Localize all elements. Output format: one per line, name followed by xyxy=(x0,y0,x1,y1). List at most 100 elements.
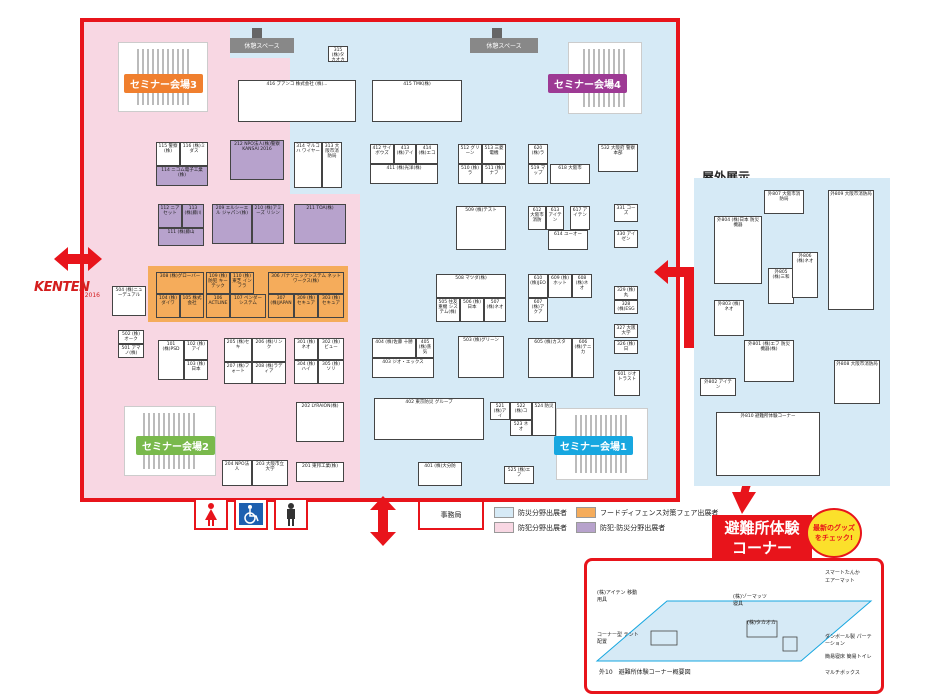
booth-608[interactable]: 608 (株)ネオ xyxy=(572,274,592,298)
booth-201[interactable]: 201 東邦工業(株) xyxy=(296,462,344,482)
booth-303[interactable]: 303 (株)セキュア xyxy=(318,294,344,318)
booth-331[interactable]: 331 コーズ xyxy=(614,204,638,222)
booth-401[interactable]: 401 (株)大分防 xyxy=(418,462,462,486)
outdoor-booth-810[interactable]: 外810 避難所体験コーナー xyxy=(716,412,820,476)
booth-414[interactable]: 414 (株)エコ xyxy=(416,144,438,164)
booth-510[interactable]: 510 (株)ラ xyxy=(458,164,482,184)
booth-327[interactable]: 327 大阪大学 xyxy=(614,324,638,338)
rest-icon xyxy=(492,28,502,38)
booth-402[interactable]: 402 東京防災 グループ xyxy=(374,398,484,440)
booth-506[interactable]: 506 (株)日本 xyxy=(460,298,484,322)
booth-309[interactable]: 309 (株)セキュア xyxy=(294,294,318,318)
booth-313[interactable]: 313 大阪市消防局 xyxy=(322,142,342,188)
booth-314[interactable]: 314 マルコハ ワイヤー xyxy=(294,142,322,188)
outdoor-booth-809[interactable]: 外809 大阪市消防局 xyxy=(828,190,874,310)
outdoor-booth-801[interactable]: 外801 (株)エフ 防災機器(株) xyxy=(744,340,794,382)
booth-502[interactable]: 502 (株)オーク xyxy=(118,330,144,344)
booth-522[interactable]: 522 (株)コ xyxy=(510,402,532,420)
booth-524[interactable]: 524 防災 xyxy=(532,402,556,436)
booth-508[interactable]: 508 マツダ(株) xyxy=(436,274,506,298)
booth-306[interactable]: 306 パナソニックシステム ネットワークス(株) xyxy=(268,272,344,294)
booth-501[interactable]: 501 アマノ(株) xyxy=(118,344,144,358)
booth-206[interactable]: 206 (株)リンク xyxy=(252,338,286,362)
booth-202[interactable]: 202 LYRAION(株) xyxy=(296,402,344,442)
booth-107[interactable]: 107 ベンダーシステム xyxy=(230,294,266,318)
booth-605[interactable]: 605 (株)カスタ xyxy=(528,338,572,378)
booth-302[interactable]: 302 (株)ビュー xyxy=(318,338,344,360)
booth-105[interactable]: 105 株式会社 xyxy=(180,294,204,318)
booth-513[interactable]: 513 三菱電機 xyxy=(482,144,506,164)
booth-326[interactable]: 326 (株)日 xyxy=(614,340,638,354)
booth-103[interactable]: 103 (株)日本 xyxy=(184,360,208,380)
booth-330[interactable]: 330 アイゼン xyxy=(614,230,638,248)
booth-304[interactable]: 304 (株)ハイ xyxy=(294,360,318,384)
booth-415[interactable]: 415 TMK(株) xyxy=(372,80,462,122)
booth-111[interactable]: 111 (株)藤山 xyxy=(158,228,204,246)
booth-512[interactable]: 512 グリーン xyxy=(458,144,482,164)
booth-109[interactable]: 109 (株)防犯 キーテック xyxy=(206,272,230,294)
booth-210[interactable]: 210 (株)アミーズ リシン xyxy=(252,204,284,244)
outdoor-booth-806[interactable]: 外806 (株)ネオ xyxy=(792,252,818,298)
outdoor-booth-804[interactable]: 外804 (株)日本 防災機器 xyxy=(714,216,762,284)
booth-403[interactable]: 403 ジオ・エックス xyxy=(372,358,434,378)
booth-404[interactable]: 404 (株)佐藤 十勝 xyxy=(372,338,416,358)
booth-618[interactable]: 618 大阪市 xyxy=(550,164,590,184)
booth-607[interactable]: 607 (株)アクア xyxy=(528,298,548,322)
booth-614[interactable]: 614 ユーオー xyxy=(548,230,588,250)
booth-113[interactable]: 113 (株)藤川 xyxy=(182,204,204,228)
booth-204[interactable]: 204 NPO法人 xyxy=(222,460,252,486)
booth-315[interactable]: 315 (株)タカオカ xyxy=(328,46,348,62)
booth-102[interactable]: 102 (株)アイ xyxy=(184,340,208,360)
booth-610[interactable]: 610 (株)JEO xyxy=(528,274,548,298)
booth-507[interactable]: 507 (株)ネオ xyxy=(484,298,506,322)
booth-110[interactable]: 110 (株)東芝 インフラ xyxy=(230,272,254,294)
booth-101[interactable]: 101 (株)PSD xyxy=(158,340,184,380)
booth-606[interactable]: 606 (株)テニカ xyxy=(572,338,594,378)
booth-106[interactable]: 106 ACTLINE xyxy=(206,294,230,318)
booth-329[interactable]: 329 (株)丸 xyxy=(614,286,638,300)
booth-525[interactable]: 525 (株)エフ xyxy=(504,466,534,484)
booth-613[interactable]: 613 アイテン xyxy=(546,206,564,230)
booth-307[interactable]: 307 (株)JAPAN xyxy=(268,294,294,318)
outdoor-booth-805[interactable]: 外805 (株)三和 xyxy=(768,268,794,304)
booth-104[interactable]: 104 (株)ダイワ xyxy=(156,294,180,318)
booth-112[interactable]: 112 ニアセット xyxy=(158,204,182,228)
booth-308[interactable]: 308 (株)グローバー xyxy=(156,272,204,294)
booth-305[interactable]: 305 (株)ソリ xyxy=(318,360,344,384)
booth-205[interactable]: 205 (株)セキ xyxy=(224,338,252,362)
booth-413[interactable]: 413 (株)アイ xyxy=(394,144,416,164)
booth-116[interactable]: 116 (株)ミダス xyxy=(180,142,208,166)
booth-211[interactable]: 211 TOA(株) xyxy=(294,204,346,244)
booth-328[interactable]: 328 (株)ESG xyxy=(614,300,638,314)
booth-601[interactable]: 601 ジオトラスト xyxy=(614,370,640,396)
booth-416[interactable]: 416 ブアンコ 株式会社 (株)... xyxy=(238,80,356,122)
booth-115[interactable]: 115 警察(株) xyxy=(156,142,180,166)
outdoor-booth-802[interactable]: 外802 アイテン xyxy=(700,378,736,396)
booth-523[interactable]: 523 ネオ xyxy=(510,420,532,436)
booth-612[interactable]: 612 大阪市消防 xyxy=(528,206,546,230)
booth-509[interactable]: 509 (株)テスト xyxy=(456,206,506,250)
booth-521[interactable]: 521 (株)アイ xyxy=(490,402,510,420)
booth-203[interactable]: 203 大阪市立大学 xyxy=(252,460,288,486)
booth-212[interactable]: 212 NPO法人(株)警察 KANSAI 2016 xyxy=(230,140,284,180)
booth-617[interactable]: 617 アイテン xyxy=(570,206,590,230)
booth-208[interactable]: 208 (株)ラディア xyxy=(252,362,286,384)
booth-301[interactable]: 301 (株)ネオ xyxy=(294,338,318,360)
booth-511[interactable]: 511 (株)ナフ xyxy=(482,164,506,184)
booth-412[interactable]: 412 サイボウズ xyxy=(370,144,394,164)
booth-532[interactable]: 532 大阪府 警察本部 xyxy=(598,144,638,172)
booth-405[interactable]: 405 (株)蒸気 xyxy=(416,338,434,358)
booth-503[interactable]: 503 (株)グリーン xyxy=(458,336,504,378)
booth-620[interactable]: 620 (株)ラ xyxy=(528,144,548,164)
outdoor-booth-808[interactable]: 外808 大阪市消防局 xyxy=(834,360,880,404)
booth-411[interactable]: 411 (株)光洋(株) xyxy=(370,164,438,184)
booth-519[interactable]: 519 マップ xyxy=(528,164,548,184)
booth-505[interactable]: 505 住友重機 システム(株) xyxy=(436,298,460,322)
booth-504[interactable]: 504 (株)ニューデュアル xyxy=(112,286,146,316)
booth-207[interactable]: 207 (株)フォート xyxy=(224,362,252,384)
outdoor-booth-803[interactable]: 外803 (株)ネオ xyxy=(714,300,744,336)
booth-114[interactable]: 114 ニコム電子工業(株) xyxy=(156,166,208,186)
booth-209[interactable]: 209 エルシーエル ジャパン(株) xyxy=(212,204,252,244)
outdoor-booth-807[interactable]: 外807 大阪市消防局 xyxy=(764,190,804,214)
booth-609[interactable]: 609 (株)ホット xyxy=(548,274,572,298)
